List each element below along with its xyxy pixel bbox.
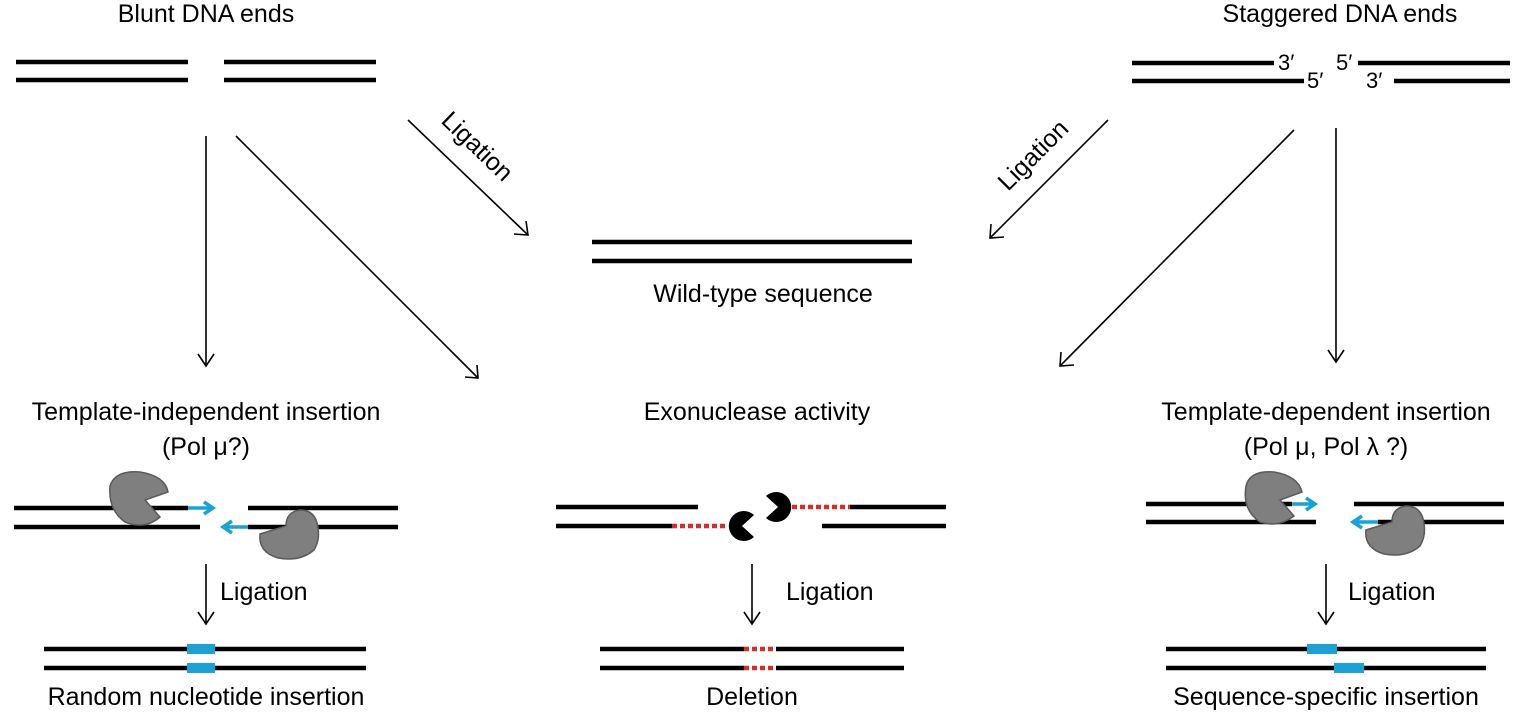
ligation-arrow-right bbox=[989, 119, 1109, 239]
ligation-label: Ligation bbox=[1348, 578, 1436, 606]
exonuclease-dna bbox=[556, 504, 946, 529]
insertion-arrow-blue bbox=[219, 519, 248, 535]
deletion-label: Deletion bbox=[706, 683, 798, 711]
end-3prime-bottom: 3′ bbox=[1366, 68, 1382, 93]
arrow-staggered-to-exonuclease bbox=[1059, 129, 1295, 367]
template-independent-dna bbox=[14, 505, 398, 530]
ligation-label: Ligation bbox=[786, 578, 874, 606]
ligation-label-right: Ligation bbox=[992, 115, 1074, 197]
template-dependent-title: Template-dependent insertion bbox=[1161, 398, 1490, 426]
deletion-dna bbox=[600, 646, 904, 671]
ligation-arrow-left bbox=[407, 119, 529, 236]
blunt-ends-label: Blunt DNA ends bbox=[118, 0, 295, 28]
arrow-blunt-to-exonuclease bbox=[235, 135, 479, 379]
template-dependent-subtitle: (Pol μ, Pol λ ?) bbox=[1244, 433, 1408, 461]
insertion-arrow-blue bbox=[1349, 514, 1378, 530]
sequence-specific-insertion-label: Sequence-specific insertion bbox=[1173, 683, 1479, 711]
polymerase-icon bbox=[1365, 505, 1426, 556]
random-insertion-label: Random nucleotide insertion bbox=[48, 683, 365, 711]
insertion-arrow-blue bbox=[1292, 496, 1319, 512]
ligation-arrow-down-left bbox=[197, 564, 215, 626]
ligation-label-left: Ligation bbox=[436, 106, 519, 187]
random-insertion-dna bbox=[44, 644, 366, 673]
sequence-specific-insertion-dna bbox=[1166, 644, 1486, 673]
polymerase-icon bbox=[109, 471, 169, 526]
template-independent-title: Template-independent insertion bbox=[32, 398, 381, 426]
blunt-dna-ends bbox=[16, 59, 376, 83]
arrow-blunt-to-template-independent bbox=[197, 136, 215, 368]
wild-type-label: Wild-type sequence bbox=[653, 280, 873, 308]
end-5prime-top: 5′ bbox=[1336, 50, 1352, 75]
ligation-arrow-down-right bbox=[1317, 564, 1335, 626]
exonuclease-icon bbox=[728, 511, 754, 541]
arrow-staggered-to-template-dependent bbox=[1327, 128, 1345, 364]
exonuclease-title: Exonuclease activity bbox=[644, 398, 871, 426]
ligation-label: Ligation bbox=[220, 578, 308, 606]
ligation-arrow-down-middle bbox=[743, 564, 761, 626]
insertion-arrow-blue bbox=[188, 500, 217, 516]
polymerase-icon bbox=[259, 509, 320, 560]
staggered-ends-label: Staggered DNA ends bbox=[1223, 0, 1458, 28]
exonuclease-icon bbox=[766, 492, 792, 523]
template-dependent-dna bbox=[1146, 501, 1504, 525]
end-3prime-top: 3′ bbox=[1278, 50, 1294, 75]
staggered-dna-ends bbox=[1132, 60, 1510, 84]
polymerase-icon bbox=[1244, 471, 1303, 525]
wild-type-dna bbox=[592, 239, 912, 264]
template-independent-subtitle: (Pol μ?) bbox=[162, 433, 250, 461]
end-5prime-bottom: 5′ bbox=[1307, 68, 1323, 93]
